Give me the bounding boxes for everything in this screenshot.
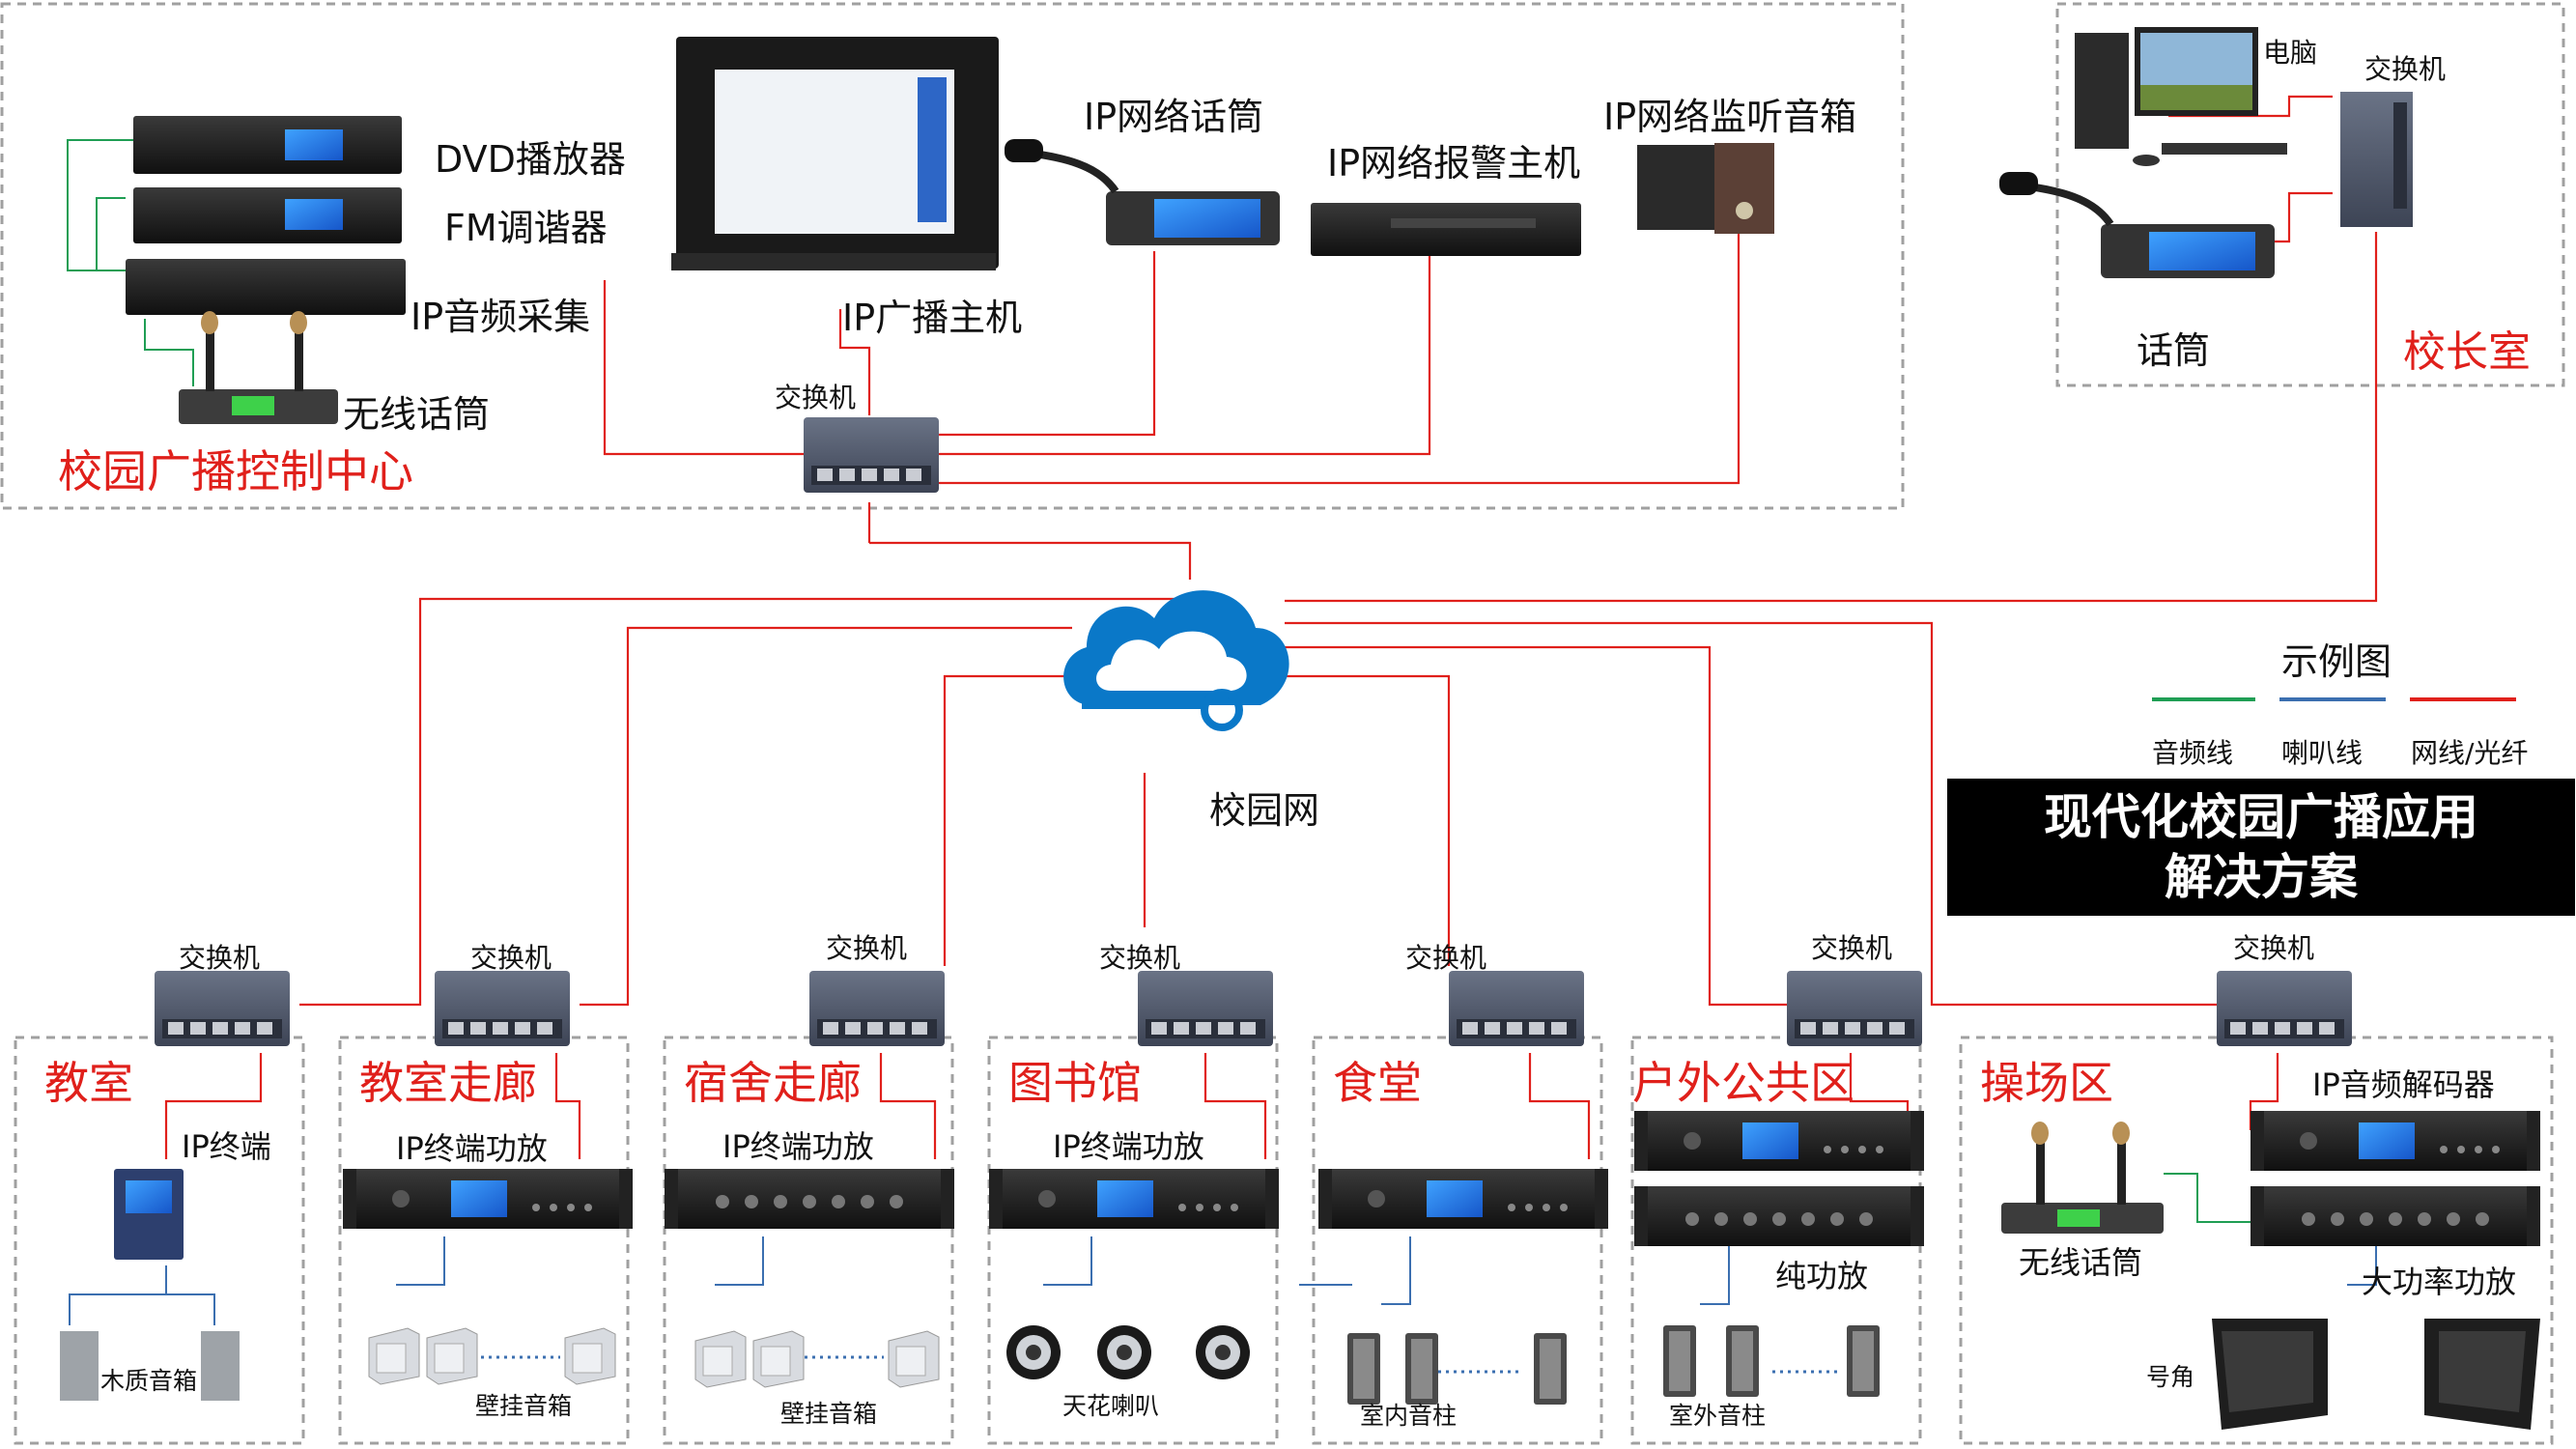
- wireless-mic-label: 无线话筒: [343, 393, 491, 436]
- zone-switch-3: [1138, 971, 1273, 1046]
- zone-device-label-0: IP终端: [182, 1128, 271, 1165]
- monitor-speaker-label: IP网络监听音箱: [1603, 96, 1857, 138]
- playground-mic-label: 无线话筒: [2019, 1244, 2143, 1281]
- zone-title-6: 操场区: [1980, 1057, 2113, 1109]
- ip-monitor-speaker-device: [1637, 143, 1774, 234]
- zone-title-0: 教室: [44, 1057, 133, 1109]
- zone-speaker-label-5: 室外音柱: [1669, 1402, 1767, 1430]
- ip-mic-label: IP网络话筒: [1084, 96, 1264, 138]
- canteen-columns: [1347, 1333, 1567, 1405]
- dvd-player-device: [133, 116, 402, 174]
- zone-title-4: 食堂: [1333, 1057, 1422, 1109]
- zone-device2-label-6: 大功率功放: [2362, 1264, 2517, 1300]
- zone-switch-2: [809, 971, 945, 1046]
- ip-broadcast-host-device: [671, 37, 999, 270]
- cloud-icon: [1063, 590, 1289, 731]
- zone-title-5: 户外公共区: [1632, 1057, 1854, 1109]
- solution-banner: 现代化校园广播应用 解决方案: [1947, 779, 2575, 916]
- zone-switch-4: [1449, 971, 1584, 1046]
- horn-speakers: [2212, 1319, 2540, 1430]
- zone-switch-label-5: 交换机: [1811, 932, 1893, 964]
- banner-line-1: 现代化校园广播应用: [2044, 789, 2478, 845]
- control-center-switch: [804, 417, 939, 493]
- dorm-amp: [665, 1169, 954, 1229]
- zone-speaker-label-2: 壁挂音箱: [780, 1400, 878, 1428]
- zone-switch-label-0: 交换机: [179, 942, 261, 974]
- zone-switch-1: [435, 971, 570, 1046]
- zone-switch-5: [1787, 971, 1922, 1046]
- legend-speaker-label: 喇叭线: [2281, 737, 2364, 769]
- zone-speaker-label-0: 木质音箱: [100, 1367, 198, 1395]
- zone-device-label-1: IP终端功放: [396, 1130, 548, 1167]
- principal-mic-label: 话筒: [2137, 329, 2211, 372]
- wireless-mic-receiver: [179, 311, 338, 424]
- speaker-lines: [69, 1236, 2377, 1325]
- corridor-amp: [343, 1169, 633, 1229]
- alarm-host-label: IP网络报警主机: [1327, 142, 1581, 185]
- zone-speaker-label-1: 壁挂音箱: [475, 1392, 573, 1420]
- fm-label: FM调谐器: [444, 207, 608, 249]
- campus-network-label: 校园网: [1209, 789, 1320, 832]
- outdoor-pure-pa: [1634, 1186, 1924, 1246]
- library-ceiling-speakers: [1006, 1325, 1250, 1379]
- zone-device-label-3: IP终端功放: [1053, 1128, 1204, 1165]
- computer-label: 电脑: [2263, 37, 2318, 69]
- classroom-ip-terminal: [114, 1169, 184, 1260]
- zone-switch-label-6: 交换机: [2233, 932, 2315, 964]
- zone-title-3: 图书馆: [1008, 1057, 1142, 1109]
- zone-switch-label-4: 交换机: [1405, 942, 1487, 974]
- audio-lines: [67, 139, 2250, 1223]
- principal-switch: [2340, 92, 2413, 227]
- library-amp: [989, 1169, 1279, 1229]
- corridor-wall-speakers: [368, 1327, 616, 1385]
- dorm-wall-speakers: [694, 1330, 940, 1388]
- fm-tuner-device: [133, 187, 402, 243]
- control-center-title: 校园广播控制中心: [58, 445, 413, 497]
- zone-switch-label-3: 交换机: [1099, 942, 1181, 974]
- playground-wireless-mic: [2001, 1122, 2164, 1234]
- zone-title-1: 教室走廊: [359, 1057, 537, 1109]
- zone-title-2: 宿舍走廊: [684, 1057, 862, 1109]
- legend-title: 示例图: [2281, 640, 2392, 683]
- ip-host-label: IP广播主机: [842, 297, 1023, 339]
- zone-switch-label-2: 交换机: [826, 932, 908, 964]
- zone-switch-6: [2217, 971, 2352, 1046]
- ip-alarm-host-device: [1311, 203, 1581, 256]
- ip-audio-capture-label: IP音频采集: [410, 296, 591, 338]
- zone-speaker-label-3: 天花喇叭: [1062, 1392, 1160, 1420]
- zone-border-5: [1630, 1036, 1922, 1445]
- zone-device-label-6: IP音频解码器: [2312, 1066, 2495, 1103]
- zone-device-label-5: 纯功放: [1775, 1258, 1869, 1294]
- wood-speakers: [60, 1331, 240, 1401]
- zone-switch-0: [155, 971, 290, 1046]
- zone-speaker-label-6: 号角: [2146, 1363, 2195, 1391]
- zone-border-3: [987, 1036, 1279, 1445]
- control-switch-label: 交换机: [775, 382, 857, 413]
- zone-switches: [155, 971, 2352, 1046]
- zone-border-2: [663, 1036, 954, 1445]
- computer-device: [2075, 27, 2287, 166]
- legend-audio-label: 音频线: [2152, 737, 2234, 769]
- playground-decoder: [2250, 1111, 2540, 1171]
- playground-power-amp: [2250, 1186, 2540, 1246]
- outdoor-decoder: [1634, 1111, 1924, 1171]
- legend-network-label: 网线/光纤: [2411, 737, 2529, 769]
- ip-network-mic-device: [1005, 139, 1280, 245]
- zone-device-label-2: IP终端功放: [722, 1128, 874, 1165]
- principal-switch-label: 交换机: [2364, 53, 2447, 85]
- speaker-dots: [473, 1355, 1840, 1374]
- principal-office-title: 校长室: [2403, 327, 2531, 377]
- zone-speaker-label-4: 室内音柱: [1360, 1402, 1458, 1430]
- principal-mic-device: [1999, 172, 2275, 278]
- outdoor-columns: [1663, 1325, 1880, 1397]
- banner-line-2: 解决方案: [2165, 849, 2358, 905]
- canteen-amp: [1318, 1169, 1608, 1229]
- ip-audio-capture-device: [126, 259, 406, 315]
- zone-switch-label-1: 交换机: [470, 942, 552, 974]
- dvd-label: DVD播放器: [435, 138, 626, 181]
- control-center-border: [0, 2, 1905, 510]
